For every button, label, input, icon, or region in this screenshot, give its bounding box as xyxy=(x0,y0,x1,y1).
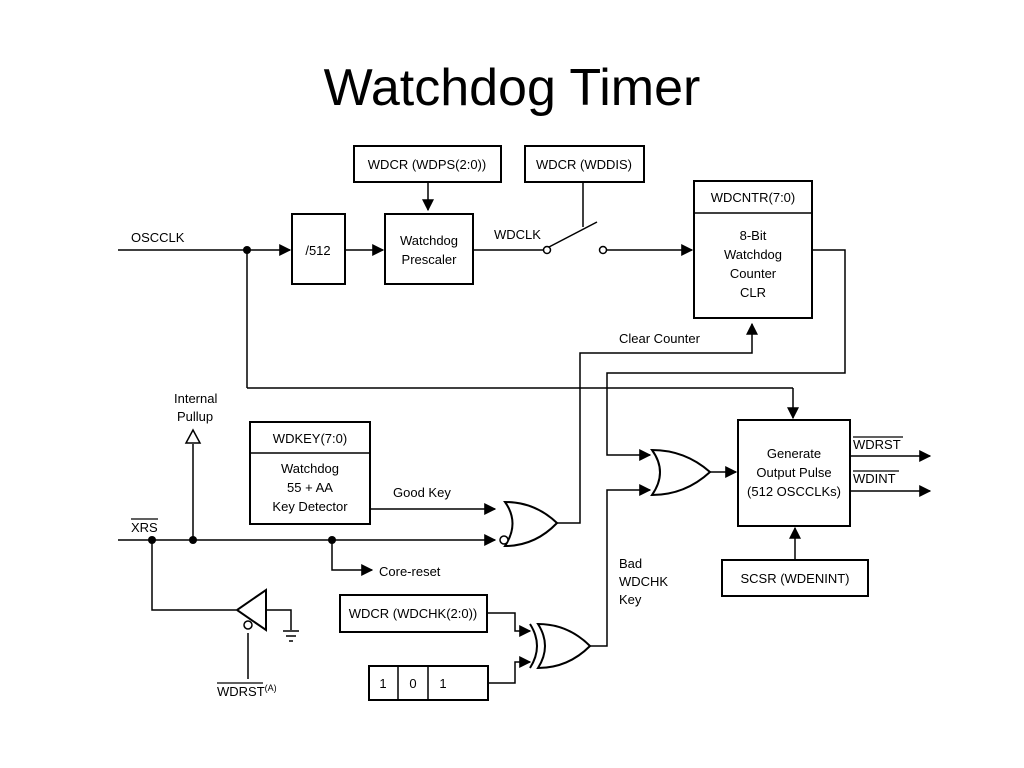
internal-pullup-label-2: Pullup xyxy=(177,409,213,424)
svg-text:WDCNTR(7:0): WDCNTR(7:0) xyxy=(711,190,796,205)
svg-text:/512: /512 xyxy=(305,243,330,258)
svg-text:Output Pulse: Output Pulse xyxy=(756,465,831,480)
reset-buffer-icon xyxy=(235,588,267,632)
key-or-gate xyxy=(499,500,559,548)
svg-text:WDKEY(7:0): WDKEY(7:0) xyxy=(273,431,347,446)
svg-text:8-Bit: 8-Bit xyxy=(740,228,767,243)
svg-text:0: 0 xyxy=(409,676,416,691)
divider-512-box: /512 xyxy=(291,213,346,285)
good-key-label: Good Key xyxy=(393,485,451,500)
svg-text:Key Detector: Key Detector xyxy=(272,499,348,514)
svg-text:WDCR (WDCHK(2:0)): WDCR (WDCHK(2:0)) xyxy=(349,606,478,621)
reset-or-gate xyxy=(650,448,712,497)
wdchk-wire xyxy=(487,612,532,637)
generate-pulse-box: Generate Output Pulse (512 OSCCLKs) xyxy=(737,419,851,527)
bad-key-label-1: Bad xyxy=(619,556,642,571)
wdchk-register-box: WDCR (WDCHK(2:0)) xyxy=(339,594,488,633)
xrs-to-buffer-wire xyxy=(151,540,236,611)
clear-counter-label: Clear Counter xyxy=(619,331,701,346)
svg-text:WDCR (WDDIS): WDCR (WDDIS) xyxy=(536,157,632,172)
svg-text:55 + AA: 55 + AA xyxy=(287,480,333,495)
pullup-triangle-icon xyxy=(184,428,202,444)
junctions xyxy=(148,246,336,544)
wdclk-label: WDCLK xyxy=(494,227,541,242)
core-reset-label: Core-reset xyxy=(379,564,441,579)
constant-bits-box: 1 0 1 xyxy=(368,665,489,701)
wdint-output-label: WDINT xyxy=(853,471,896,486)
clear-counter-wire xyxy=(557,322,758,524)
svg-text:WDCR (WDPS(2:0)): WDCR (WDPS(2:0)) xyxy=(368,157,486,172)
svg-text:Watchdog: Watchdog xyxy=(400,233,458,248)
internal-pullup-label-1: Internal xyxy=(174,391,217,406)
wdcntr-counter-box: WDCNTR(7:0) 8-Bit Watchdog Counter CLR xyxy=(693,180,813,319)
slide-title: Watchdog Timer xyxy=(323,59,701,117)
wdps-register-box: WDCR (WDPS(2:0)) xyxy=(353,145,502,183)
watchdog-prescaler-box: Watchdog Prescaler xyxy=(384,213,474,285)
osclk-label: OSCCLK xyxy=(131,230,185,245)
wdrst-output-label: WDRST xyxy=(853,437,901,452)
svg-text:Prescaler: Prescaler xyxy=(402,252,458,267)
core-reset-wire xyxy=(331,540,374,576)
xrs-label: XRS xyxy=(131,520,158,535)
svg-text:(512 OSCCLKs): (512 OSCCLKs) xyxy=(747,484,841,499)
svg-text:SCSR (WDENINT): SCSR (WDENINT) xyxy=(740,571,849,586)
switch-blade xyxy=(548,221,598,248)
counter-overflow-wire xyxy=(606,249,846,461)
svg-text:Watchdog: Watchdog xyxy=(281,461,339,476)
bad-key-label-3: Key xyxy=(619,592,642,607)
svg-text:1: 1 xyxy=(439,676,446,691)
wddis-register-box: WDCR (WDDIS) xyxy=(524,145,645,183)
svg-text:Counter: Counter xyxy=(730,266,777,281)
svg-text:Watchdog: Watchdog xyxy=(724,247,782,262)
bad-key-wire xyxy=(590,484,652,647)
bad-key-label-2: WDCHK xyxy=(619,574,668,589)
wdkey-detector-box: WDKEY(7:0) Watchdog 55 + AA Key Detector xyxy=(249,421,371,525)
wdchk-xor-gate xyxy=(529,622,592,670)
scsr-register-box: SCSR (WDENINT) xyxy=(721,559,869,597)
svg-text:Generate: Generate xyxy=(767,446,821,461)
buffer-ground-wire xyxy=(266,609,292,630)
wires xyxy=(118,182,932,684)
svg-text:1: 1 xyxy=(379,676,386,691)
wdrst-input-label: WDRST(A) xyxy=(217,683,277,699)
bits-wire xyxy=(488,656,532,684)
svg-text:CLR: CLR xyxy=(740,285,766,300)
